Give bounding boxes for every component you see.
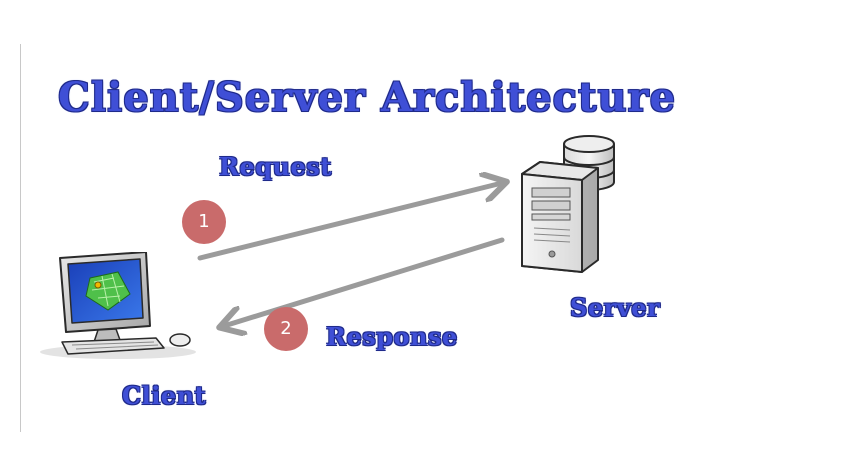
request-label: Request bbox=[219, 152, 332, 181]
desktop-computer-icon bbox=[40, 252, 196, 359]
server-label: Server bbox=[570, 293, 661, 322]
response-arrow bbox=[224, 237, 505, 326]
client-label: Client bbox=[122, 381, 207, 410]
request-arrow bbox=[197, 183, 502, 261]
request-step-badge: 1 bbox=[182, 200, 226, 244]
diagram-title: Client/Server Architecture bbox=[58, 74, 677, 121]
response-step-badge: 2 bbox=[264, 307, 308, 351]
server-tower-with-database-icon bbox=[521, 135, 615, 273]
left-divider bbox=[20, 44, 21, 432]
response-label: Response bbox=[326, 322, 458, 351]
